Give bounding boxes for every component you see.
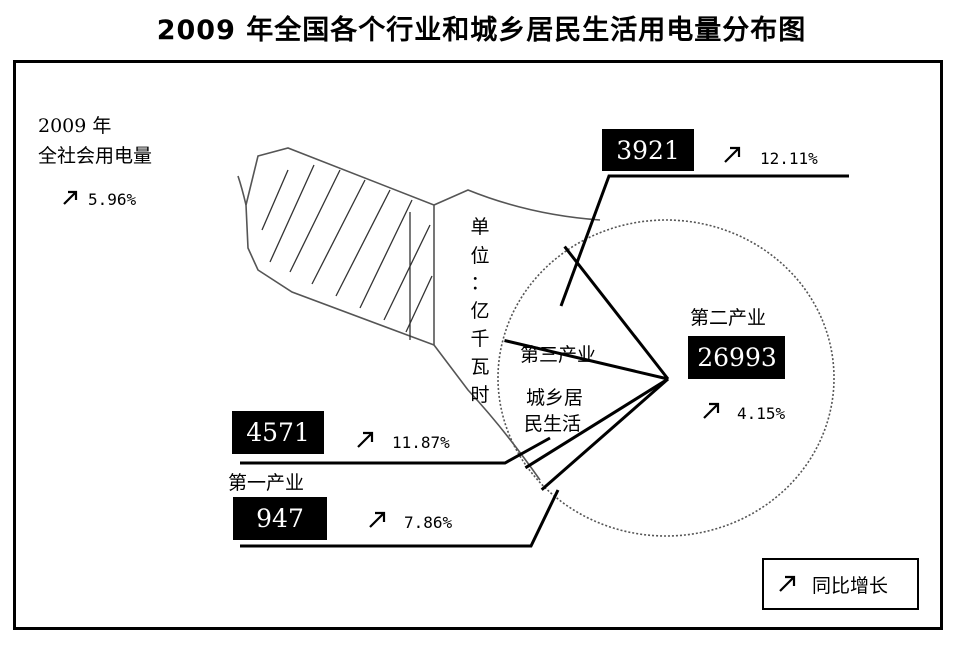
pie-boundary-tertiary [563, 245, 670, 380]
category-label-residential-2: 民生活 [524, 413, 581, 435]
bulb-neck [433, 189, 601, 481]
unit-char: 瓦 [470, 356, 489, 378]
up-right-arrow-icon [779, 575, 796, 592]
category-labels: 第二产业 第三产业 城乡居 民生活 第一产业 [228, 307, 766, 494]
up-right-arrow-icon [357, 431, 374, 448]
up-right-arrow-icon [63, 190, 78, 205]
leader-line-residential [240, 436, 551, 465]
growth-annotations: 12.11% 4.15% 11.87% 7.86% [357, 146, 818, 532]
chart-frame [13, 60, 943, 630]
unit-char: 位 [470, 245, 489, 267]
value-secondary: 26993 [697, 343, 777, 372]
chart-title: 2009 年全国各个行业和城乡居民生活用电量分布图 [156, 15, 807, 46]
bulb-glass [497, 219, 835, 537]
unit-char: 时 [470, 384, 489, 406]
value-primary: 947 [256, 504, 304, 533]
up-right-arrow-icon [724, 146, 741, 163]
unit-char: ： [470, 272, 489, 294]
unit-label: 单 位 ： 亿 千 瓦 时 [470, 216, 489, 406]
up-right-arrow-icon [703, 402, 720, 419]
leader-line-primary [240, 489, 560, 548]
total-line1: 2009 年 [38, 115, 111, 137]
growth-tertiary: 12.11% [760, 149, 818, 168]
growth-primary: 7.86% [404, 513, 453, 532]
total-growth: 5.96% [88, 190, 137, 209]
leader-line-tertiary [559, 174, 849, 307]
total-line2: 全社会用电量 [38, 145, 152, 167]
light-bulb-illustration [237, 147, 835, 537]
pie-boundary-primary-secondary [540, 377, 669, 491]
unit-char: 千 [470, 328, 489, 350]
growth-residential: 11.87% [392, 433, 450, 452]
unit-char: 单 [470, 216, 489, 238]
up-right-arrow-icon [369, 511, 386, 528]
category-label-primary: 第一产业 [228, 472, 304, 494]
legend-label: 同比增长 [812, 575, 888, 597]
total-annotation: 2009 年 全社会用电量 5.96% [38, 115, 152, 209]
growth-secondary: 4.15% [737, 404, 786, 423]
category-label-tertiary: 第三产业 [520, 344, 596, 366]
value-box-tertiary: 3921 [602, 129, 694, 171]
leader-lines [240, 174, 849, 548]
value-boxes: 26993 3921 4571 947 [232, 129, 785, 540]
bulb-base [237, 147, 435, 347]
category-label-residential-1: 城乡居 [526, 387, 583, 409]
legend: 同比增长 [762, 558, 919, 610]
pie-sector-lines [504, 245, 670, 491]
value-tertiary: 3921 [616, 136, 680, 165]
pie-boundary-primary [524, 377, 669, 470]
pie-boundary-residential [504, 339, 669, 381]
value-box-secondary: 26993 [688, 336, 785, 379]
category-label-secondary: 第二产业 [690, 307, 766, 329]
value-residential: 4571 [246, 418, 310, 447]
value-box-primary: 947 [233, 497, 327, 540]
value-box-residential: 4571 [232, 411, 324, 454]
unit-char: 亿 [470, 300, 489, 322]
